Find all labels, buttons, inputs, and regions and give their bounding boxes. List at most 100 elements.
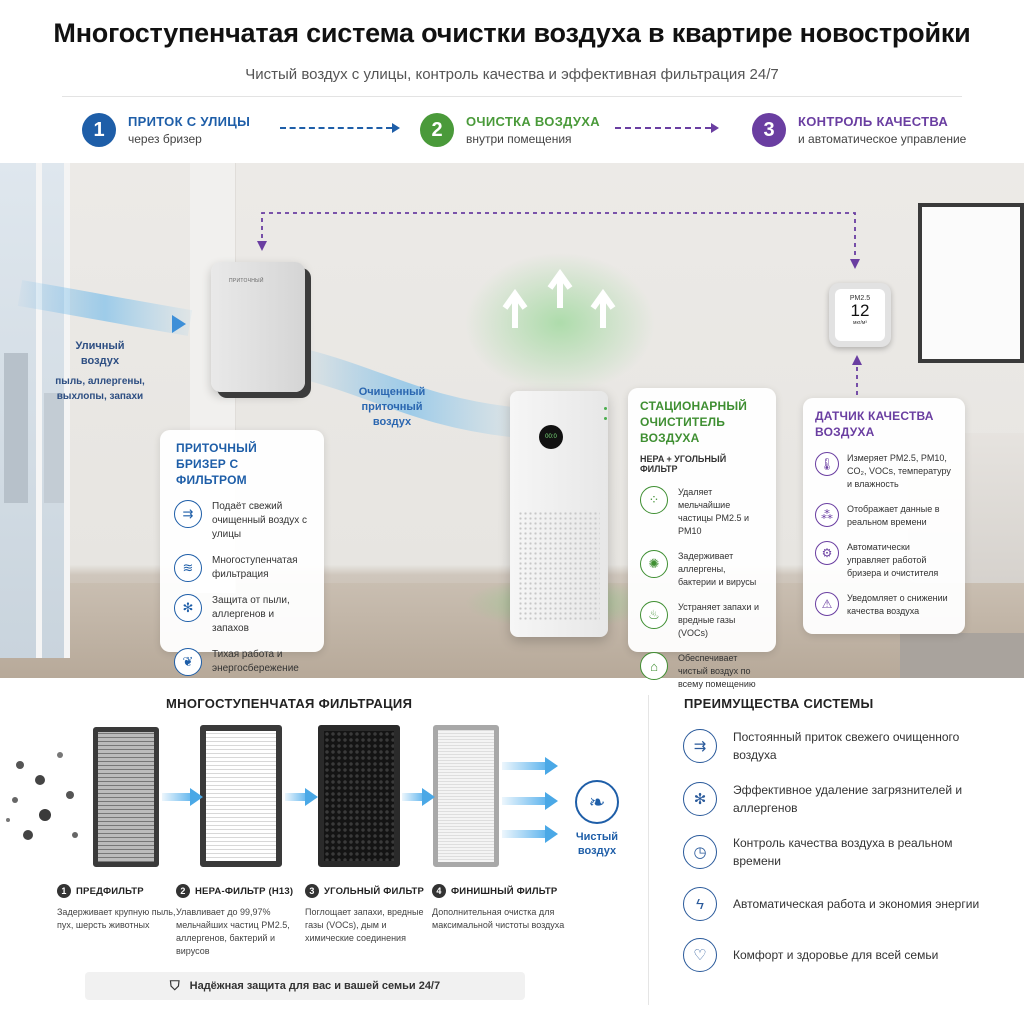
- step-1-title: ПРИТОК С УЛИЦЫ: [128, 114, 251, 129]
- sensor-feature-text: Автоматически управляет работой бризера …: [847, 542, 939, 578]
- street-air-title: Уличный воздух: [75, 340, 125, 367]
- flow-arrow-shaft: [402, 793, 424, 801]
- purified-air-swirl: [465, 253, 655, 393]
- clock-icon: ◷: [683, 835, 717, 869]
- stage-description: Поглощает запахи, вредные газы (VOCs), д…: [305, 907, 424, 943]
- purifier-feature: ✺ Задерживает аллергены, бактерии и виру…: [640, 550, 764, 589]
- sensor-info-panel: ДАТЧИК КАЧЕСТВА ВОЗДУХА 🌡 Измеряет PM2.5…: [803, 398, 965, 634]
- flow-arrow-icon: [545, 825, 558, 843]
- stage-title: ПРЕДФИЛЬТР: [76, 885, 144, 897]
- energy-icon: ϟ: [683, 887, 717, 921]
- step-1-arrowhead: [392, 123, 400, 133]
- breezer-brand: ПРИТОЧНЫЙ: [229, 278, 264, 284]
- quiet-leaf-icon: ❦: [174, 648, 202, 676]
- purifier-feature-text: Устраняет запахи и вредные газы (VOCs): [678, 602, 759, 638]
- sensor-feature-text: Отображает данные в реальном времени: [847, 504, 940, 527]
- shield-icon: ⛉: [169, 978, 180, 993]
- advantages-title: ПРЕИМУЩЕСТВА СИСТЕМЫ: [684, 696, 874, 711]
- step-3-subtitle: и автоматическое управление: [798, 132, 967, 146]
- no-allergen-icon: ✻: [683, 782, 717, 816]
- sensor-feature-text: Измеряет PM2.5, PM10, CO₂, VOCs, темпера…: [847, 453, 951, 489]
- dust-particles: [6, 752, 78, 840]
- step-1-subtitle: через бризер: [128, 132, 202, 146]
- up-arrow-icon: [502, 288, 528, 328]
- up-arrow-icon: [590, 288, 616, 328]
- advantage-item: ◷ Контроль качества воздуха в реальном в…: [683, 834, 983, 870]
- section-divider: [648, 695, 649, 1005]
- purifier-feature: ⌂ Обеспечивает чистый воздух по всему по…: [640, 652, 764, 691]
- no-allergen-icon: ✻: [174, 594, 202, 622]
- rug: [900, 633, 1024, 678]
- purifier-feature-text: Удаляет мельчайшие частицы PM2.5 и PM10: [678, 487, 750, 536]
- filter-stage-1: 1 ПРЕДФИЛЬТР Задерживает крупную пыль, пу…: [57, 884, 182, 932]
- breezer-device: ПРИТОЧНЫЙ: [211, 262, 305, 392]
- stage-title: УГОЛЬНЫЙ ФИЛЬТР: [324, 885, 425, 897]
- purifier-info-panel: СТАЦИОНАРНЫЙ ОЧИСТИТЕЛЬ ВОЗДУХА HEPA + У…: [628, 388, 776, 689]
- step-2-arrow: [615, 127, 711, 129]
- step-3-number: 3: [752, 113, 786, 147]
- wall-picture: [918, 203, 1024, 363]
- step-2: 2 ОЧИСТКА ВОЗДУХА внутри помещения: [420, 112, 600, 148]
- flow-arrow-icon: [422, 788, 435, 806]
- breezer-info-panel: ПРИТОЧНЫЙ БРИЗЕР С ФИЛЬТРОМ ⇉ Подаёт све…: [160, 430, 324, 676]
- sensor-unit: мкг/м³: [853, 320, 867, 326]
- stage-number: 4: [432, 884, 446, 898]
- control-link-line: [261, 212, 856, 261]
- purifier-feature-text: Обеспечивает чистый воздух по всему поме…: [678, 653, 756, 689]
- status-led: [604, 417, 607, 420]
- stage-description: Задерживает крупную пыль, пух, шерсть жи…: [57, 907, 176, 930]
- room-icon: ⌂: [640, 652, 668, 680]
- odor-icon: ♨: [640, 601, 668, 629]
- finishing-filter-panel: [433, 725, 499, 867]
- advantage-item: ϟ Автоматическая работа и экономия энерг…: [683, 887, 983, 921]
- gear-icon: ⚙: [815, 541, 839, 565]
- purifier-feature: ♨ Устраняет запахи и вредные газы (VOCs): [640, 601, 764, 640]
- prefilter-panel: [93, 727, 159, 867]
- thermometer-icon: 🌡: [815, 452, 839, 476]
- clean-airflow: [296, 348, 522, 438]
- step-1: 1 ПРИТОК С УЛИЦЫ через бризер: [82, 112, 250, 148]
- stage-title: ФИНИШНЫЙ ФИЛЬТР: [451, 885, 558, 897]
- realtime-icon: ⁂: [815, 503, 839, 527]
- breezer-panel-title: ПРИТОЧНЫЙ БРИЗЕР С ФИЛЬТРОМ: [176, 441, 257, 487]
- stage-number: 2: [176, 884, 190, 898]
- flow-arrow-icon: [545, 757, 558, 775]
- carbon-filter-panel: [318, 725, 400, 867]
- breezer-feature: ⇉ Подаёт свежий очищенный воздух с улицы: [174, 500, 310, 542]
- sensor-screen: PM2.5 12 мкг/м³: [835, 289, 885, 341]
- flow-arrow-shaft: [502, 762, 546, 770]
- flow-arrow-shaft: [162, 793, 192, 801]
- breezer-feature-text: Тихая работа и энергосбережение: [212, 649, 299, 674]
- sensor-feature: ⚠ Уведомляет о снижении качества воздуха: [815, 592, 953, 618]
- clean-air-label: Чистый воздух: [575, 831, 619, 857]
- building: [44, 393, 64, 503]
- alert-icon: ⚠: [815, 592, 839, 616]
- advantage-item: ✻ Эффективное удаление загрязнителей и а…: [683, 781, 983, 817]
- sensor-link-arrow: [852, 355, 862, 365]
- sensor-label: PM2.5: [849, 295, 871, 302]
- step-1-number: 1: [82, 113, 116, 147]
- airflow-icon: ⇉: [683, 729, 717, 763]
- advantage-item: ⇉ Постоянный приток свежего очищенного в…: [683, 728, 983, 764]
- clean-air-label: Очищенный приточный воздух: [358, 386, 426, 428]
- breezer-feature: ✻ Защита от пыли, аллергенов и запахов: [174, 594, 310, 636]
- purifier-display: 00:0: [539, 425, 563, 449]
- step-1-arrow: [280, 127, 392, 129]
- step-2-arrowhead: [711, 123, 719, 133]
- stage-description: Улавливает до 99,97% мельчайших частиц P…: [176, 907, 290, 956]
- advantage-text: Постоянный приток свежего очищенного воз…: [733, 730, 960, 762]
- airflow-icon: ⇉: [174, 500, 202, 528]
- clean-air-leaf-icon: ❧: [575, 780, 619, 824]
- flow-arrow-icon: [305, 788, 318, 806]
- breezer-feature-text: Подаёт свежий очищенный воздух с улицы: [212, 501, 308, 540]
- stage-number: 1: [57, 884, 71, 898]
- step-3-title: КОНТРОЛЬ КАЧЕСТВА: [798, 114, 949, 129]
- breezer-feature-text: Многоступенчатая фильтрация: [212, 555, 298, 580]
- street-air-detail: пыль, аллергены, выхлопы, запахи: [55, 376, 145, 402]
- air-quality-sensor: PM2.5 12 мкг/м³: [829, 283, 891, 347]
- flow-arrow-icon: [545, 792, 558, 810]
- sensor-feature-text: Уведомляет о снижении качества воздуха: [847, 593, 948, 616]
- advantage-item: ♡ Комфорт и здоровье для всей семьи: [683, 938, 983, 972]
